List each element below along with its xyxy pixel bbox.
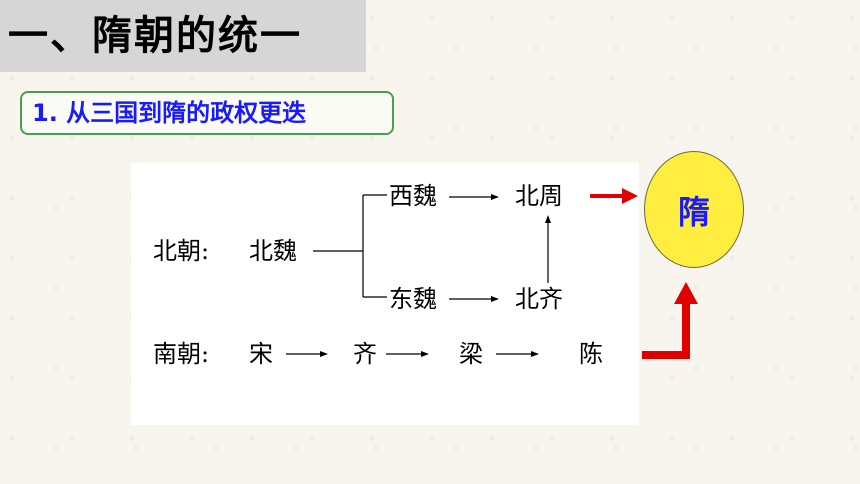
node-northern-zhou: 北周 [515, 182, 563, 210]
dynasty-diagram: 北朝: 北魏 西魏 北周 东魏 北齐 南朝: 宋 齐 梁 陈 [131, 163, 639, 425]
north-label: 北朝: [153, 237, 210, 265]
page-title: 一、隋朝的统一 [8, 13, 302, 59]
subtitle-box: 1. 从三国到隋的政权更迭 [20, 91, 394, 135]
node-liang: 梁 [459, 340, 483, 368]
node-qi: 齐 [353, 340, 377, 368]
sui-label: 隋 [677, 192, 710, 231]
node-western-wei: 西魏 [389, 182, 437, 210]
node-song: 宋 [249, 340, 273, 368]
south-label: 南朝: [153, 340, 210, 368]
diagram-lines [286, 194, 551, 357]
sui-circle: 隋 [644, 151, 744, 268]
title-bar: 一、隋朝的统一 [0, 0, 366, 72]
node-chen: 陈 [579, 340, 603, 368]
node-northern-qi: 北齐 [515, 285, 563, 313]
node-northern-wei: 北魏 [249, 237, 297, 265]
node-eastern-wei: 东魏 [389, 285, 437, 313]
subtitle: 1. 从三国到隋的政权更迭 [32, 99, 307, 127]
